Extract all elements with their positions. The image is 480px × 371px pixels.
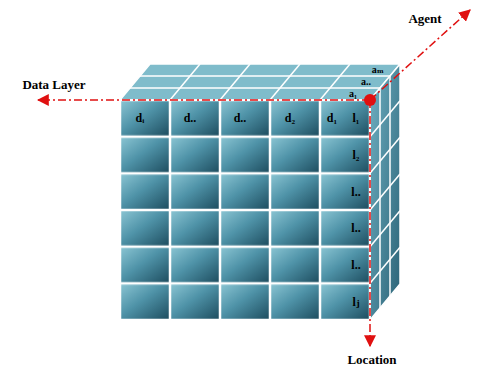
top-face <box>120 64 400 100</box>
front-face <box>120 100 370 320</box>
location-label: l₁ <box>353 112 360 124</box>
axis-label: Agent <box>408 12 441 25</box>
origin-dot <box>364 94 376 106</box>
data-label: dᵢ <box>136 112 145 124</box>
data-label: d.. <box>184 112 197 124</box>
agent-label: a₁ <box>349 89 357 99</box>
axis-label: Data Layer <box>22 78 85 91</box>
data-label: d.. <box>234 112 247 124</box>
location-label: lⱼ <box>352 296 359 308</box>
top-grid <box>130 64 390 100</box>
location-label: l.. <box>351 186 360 198</box>
agent-label: aₘ <box>372 65 384 75</box>
side-grid <box>370 76 400 308</box>
data-label: d₂ <box>285 112 295 124</box>
axis-label: Location <box>347 353 396 366</box>
axis-lines <box>38 10 470 346</box>
location-label: l.. <box>351 222 360 234</box>
location-label: l₂ <box>353 149 360 161</box>
agent-label: a.. <box>361 77 371 87</box>
location-label: l.. <box>351 259 360 271</box>
data-label: d₁ <box>327 112 337 124</box>
